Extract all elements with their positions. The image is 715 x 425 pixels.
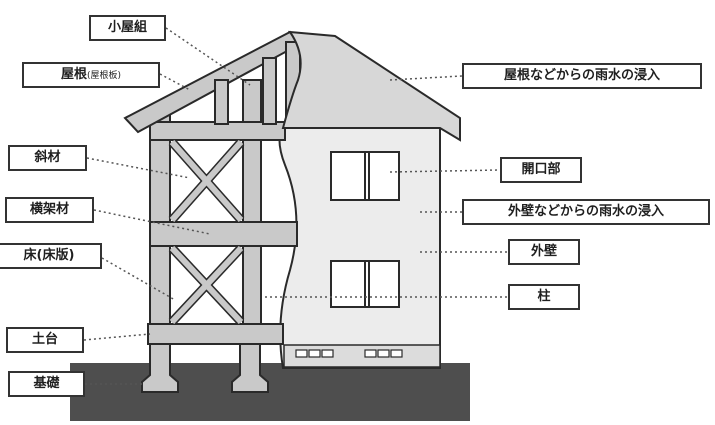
left-column — [149, 111, 171, 325]
sill-plate — [147, 323, 284, 345]
label-yuka-text: 床(床版) — [23, 248, 75, 263]
label-kaiko-text: 開口部 — [521, 162, 561, 177]
roof-finish — [281, 30, 461, 142]
label-shazai: 斜材 — [8, 145, 87, 171]
lower-braces-fill — [169, 245, 244, 325]
label-koya-gumi: 小屋組 — [89, 15, 166, 41]
floor-beam — [149, 221, 298, 247]
label-yane-text: 屋根 — [60, 67, 87, 82]
label-dodai-text: 土台 — [31, 332, 58, 347]
leader-lines — [83, 27, 508, 385]
label-gaiheki-text: 外壁 — [530, 244, 557, 259]
foundation-footings — [141, 339, 269, 393]
label-hashira: 柱 — [508, 284, 580, 310]
label-roof-leak-text: 屋根などからの雨水の浸入 — [503, 68, 660, 83]
label-yane: 屋根(屋根板) — [22, 62, 160, 88]
label-dodai: 土台 — [6, 327, 84, 353]
label-yoko-kazai: 横架材 — [5, 197, 94, 223]
middle-column — [242, 79, 262, 325]
label-roof-leak: 屋根などからの雨水の浸入 — [462, 63, 702, 89]
label-shazai-text: 斜材 — [34, 150, 61, 165]
label-koya-gumi-text: 小屋組 — [107, 20, 147, 35]
upper-window — [330, 151, 400, 201]
label-yuka: 床(床版) — [0, 243, 102, 269]
label-yane-sub-text: (屋根板) — [86, 71, 122, 81]
label-kiso-text: 基礎 — [33, 376, 60, 391]
label-wall-leak-text: 外壁などからの雨水の浸入 — [507, 204, 664, 219]
label-wall-leak: 外壁などからの雨水の浸入 — [462, 199, 710, 225]
ground — [70, 363, 470, 421]
label-kaiko: 開口部 — [500, 157, 582, 183]
lower-window — [330, 260, 400, 308]
label-kiso: 基礎 — [8, 371, 85, 397]
upper-braces-fill — [169, 140, 244, 222]
label-gaiheki: 外壁 — [508, 239, 580, 265]
foundation-vents — [295, 349, 403, 358]
label-yoko-kazai-text: 横架材 — [29, 202, 69, 217]
label-hashira-text: 柱 — [537, 289, 551, 304]
